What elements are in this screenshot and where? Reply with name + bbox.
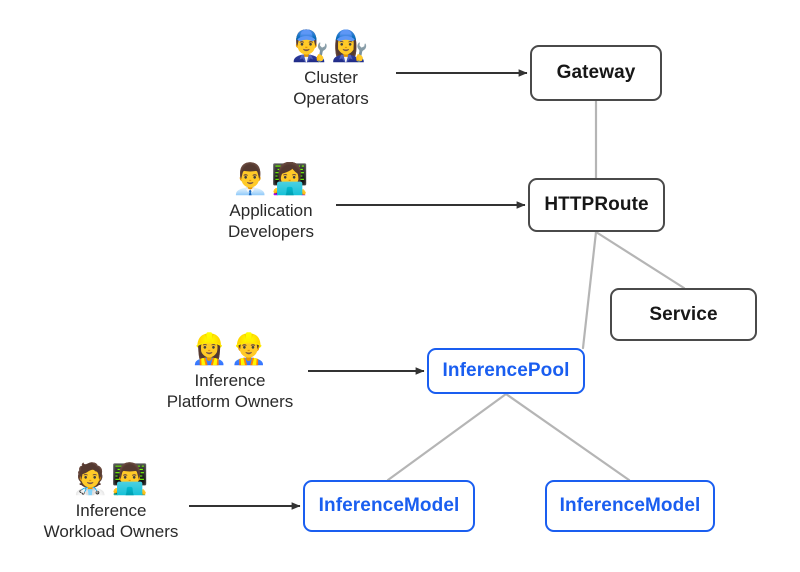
node-inferencemodel-right[interactable]: InferenceModel: [545, 480, 715, 532]
health-worker-icon+man-technologist-icon: 🧑‍⚕️👨‍💻: [71, 462, 151, 497]
man-office-worker-icon+woman-technologist-icon: 👨‍💼👩‍💻: [231, 162, 311, 197]
persona-label-line2: Workload Owners: [43, 522, 179, 541]
node-label: Service: [649, 303, 718, 325]
node-service[interactable]: Service: [610, 288, 757, 341]
node-httproute[interactable]: HTTPRoute: [528, 178, 665, 232]
persona-label-line2: Operators: [293, 89, 369, 108]
connector-inferencepool-model-right: [504, 392, 631, 482]
man-mechanic-icon+woman-mechanic-icon: 👨‍🔧👩‍🔧: [291, 29, 371, 64]
node-inferencepool[interactable]: InferencePool: [427, 348, 585, 394]
persona-label-line1: Cluster: [304, 68, 358, 87]
node-label: Gateway: [556, 62, 636, 83]
persona-label-line2: Platform Owners: [166, 392, 294, 411]
connector-httproute-service: [594, 230, 686, 290]
node-inferencemodel-left[interactable]: InferenceModel: [303, 480, 475, 532]
persona-label-line1: Inference: [194, 371, 266, 390]
node-gateway[interactable]: Gateway: [530, 45, 662, 101]
node-label: InferenceModel: [559, 495, 701, 516]
node-label: InferenceModel: [318, 495, 460, 516]
persona-label-line1: Application: [229, 201, 313, 220]
node-label: HTTPRoute: [544, 194, 649, 215]
persona-label-line2: Developers: [228, 222, 314, 241]
connector-httproute-inferencepool: [581, 230, 598, 350]
connector-inferencepool-model-left: [386, 392, 508, 482]
node-label: InferencePool: [442, 360, 570, 381]
persona-label-line1: Inference: [75, 501, 147, 520]
woman-construction-worker-icon+man-construction-worker-icon: 👷‍♀️👷‍♂️: [190, 332, 270, 367]
persona-arrows: [189, 69, 528, 510]
